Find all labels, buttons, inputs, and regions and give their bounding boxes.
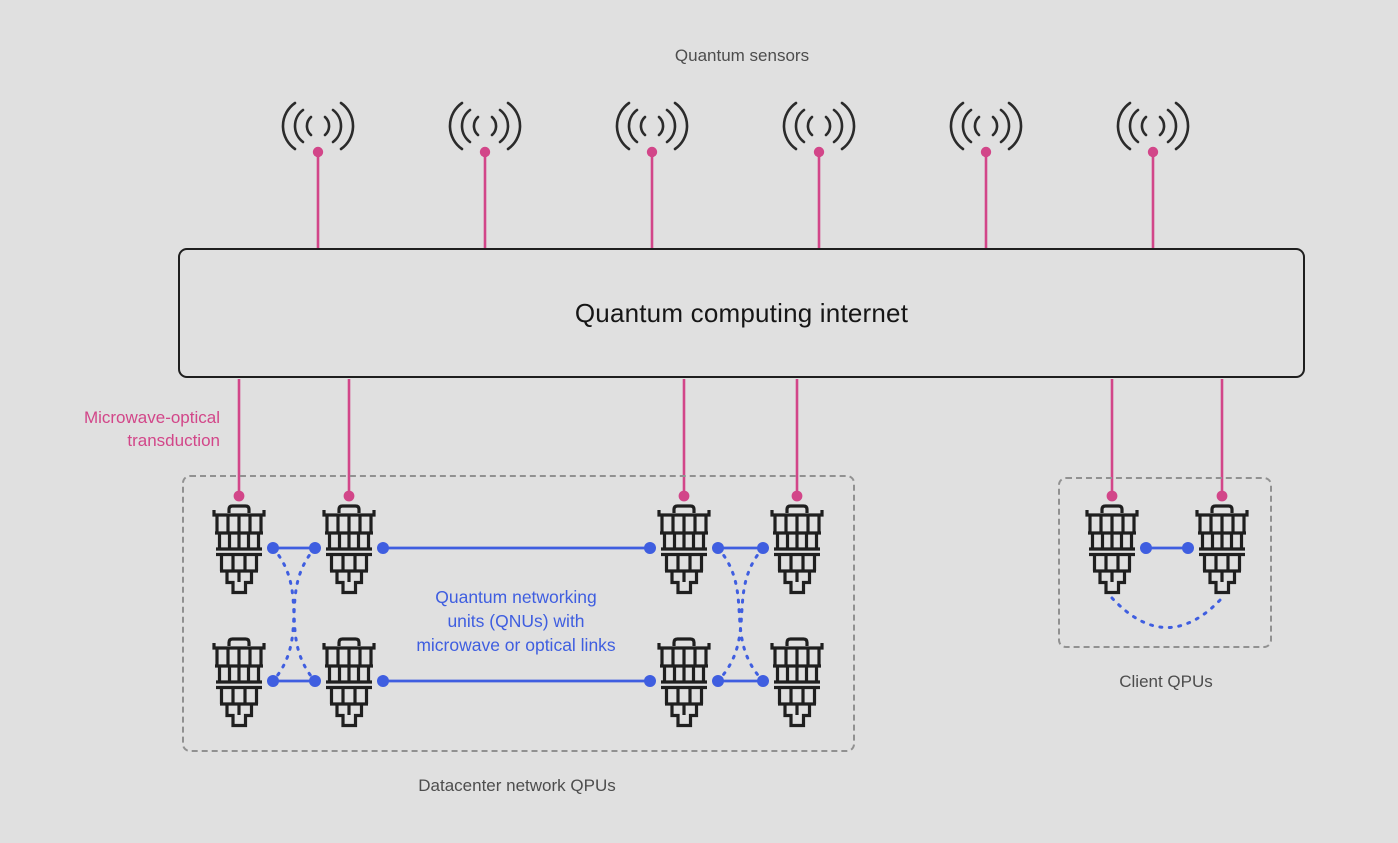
qnu-link-dot (712, 675, 724, 687)
qnu-link-dot (309, 675, 321, 687)
qnu-links (273, 546, 1188, 683)
sensor-node-dot (312, 146, 324, 158)
entanglement-dashed-curve (716, 546, 765, 683)
qnu-link-dots (267, 542, 1194, 687)
client-qpus-label: Client QPUs (1119, 672, 1213, 691)
sensor-unit (615, 101, 689, 248)
transduction-dot (343, 490, 355, 502)
radio-waves-icon (281, 101, 355, 151)
transduction-dot (791, 490, 803, 502)
client-qpu-group-box (1058, 477, 1272, 648)
sensor-unit (281, 101, 355, 248)
sensor-node-dot (646, 146, 658, 158)
qnu-link-dot (644, 542, 656, 554)
sensor-node-dot (1147, 146, 1159, 158)
entanglement-dashed-curve (716, 546, 765, 683)
transduction-drops (237, 379, 1224, 496)
qnu-link-dot (377, 675, 389, 687)
quantum-sensors-label: Quantum sensors (674, 46, 810, 65)
internet-box-title: Quantum computing internet (574, 297, 909, 328)
microwave-optical-transduction-label: Microwave-optical transduction (83, 408, 220, 450)
sensor-row (281, 101, 1190, 248)
qnu-link-dot (757, 542, 769, 554)
radio-waves-icon (448, 101, 522, 151)
sensor-node-dot (980, 146, 992, 158)
sensor-node-dot (479, 146, 491, 158)
radio-waves-icon (949, 101, 1023, 151)
quantum-computing-internet-box: Quantum computing internet (178, 248, 1305, 378)
transduction-dot (678, 490, 690, 502)
transduction-dots (233, 490, 1228, 502)
datacenter-network-qpus-label: Datacenter network QPUs (418, 776, 616, 795)
qnu-link-dot (1140, 542, 1152, 554)
qnu-link-dot (377, 542, 389, 554)
qnu-links-label: Quantum networking units (QNUs) with mic… (416, 587, 616, 655)
datacenter-qpu-group-box (182, 475, 855, 752)
transduction-dot (233, 490, 245, 502)
qnu-link-dot (267, 542, 279, 554)
qnu-link-dot (309, 542, 321, 554)
transduction-dot (1106, 490, 1118, 502)
transduction-dot (1216, 490, 1228, 502)
sensor-unit (448, 101, 522, 248)
qnu-link-dot (712, 542, 724, 554)
qnu-dashed-links (271, 546, 1224, 683)
qnu-link-dot (1182, 542, 1194, 554)
sensor-unit (782, 101, 856, 248)
radio-waves-icon (782, 101, 856, 151)
qnu-link-dot (267, 675, 279, 687)
qnu-link-dot (757, 675, 769, 687)
sensor-unit (949, 101, 1023, 248)
entanglement-dashed-curve (271, 546, 317, 683)
radio-waves-icon (1116, 101, 1190, 151)
qnu-link-dot (644, 675, 656, 687)
radio-waves-icon (615, 101, 689, 151)
entanglement-dashed-curve (271, 546, 317, 683)
sensor-node-dot (813, 146, 825, 158)
sensor-unit (1116, 101, 1190, 248)
